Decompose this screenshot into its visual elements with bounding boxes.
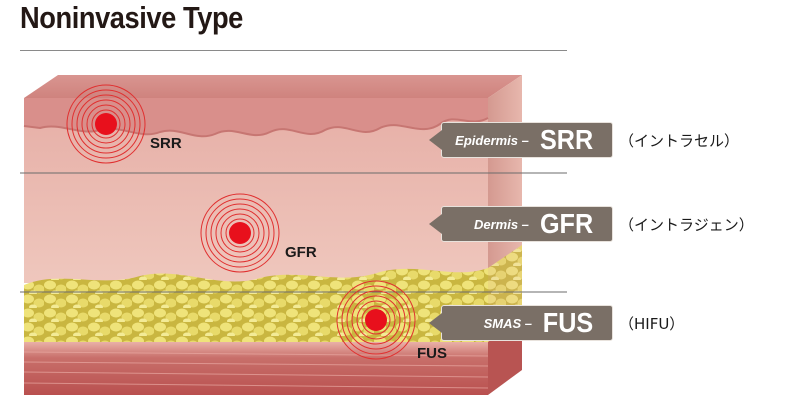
callout-layer-name: SMAS – — [483, 315, 532, 331]
callout-code: FUS — [542, 307, 594, 338]
callout-note-dermis: （イントラジェン） — [619, 216, 754, 234]
callout-code: SRR — [539, 124, 594, 155]
callout-smas: SMAS – FUS — [429, 305, 613, 341]
gfr-marker-label: GFR — [285, 244, 317, 261]
callout-code: GFR — [539, 208, 594, 239]
callout-layer-name: Dermis – — [473, 216, 529, 232]
skin-top-surface — [24, 75, 522, 98]
srr-target — [66, 84, 146, 164]
srr-marker-label: SRR — [150, 135, 182, 152]
callout-layer-name: Epidermis – — [455, 132, 529, 148]
gfr-target — [200, 193, 280, 273]
callout-epidermis: Epidermis – SRR — [429, 122, 613, 158]
callout-note-epidermis: （イントラセル） — [619, 132, 740, 150]
title-divider — [20, 50, 567, 51]
callout-dermis: Dermis – GFR — [429, 206, 613, 242]
fus-target — [336, 280, 416, 360]
page-title: Noninvasive Type — [20, 0, 243, 35]
callout-note-smas: （HIFU） — [619, 315, 685, 333]
fus-marker-label: FUS — [417, 345, 447, 362]
